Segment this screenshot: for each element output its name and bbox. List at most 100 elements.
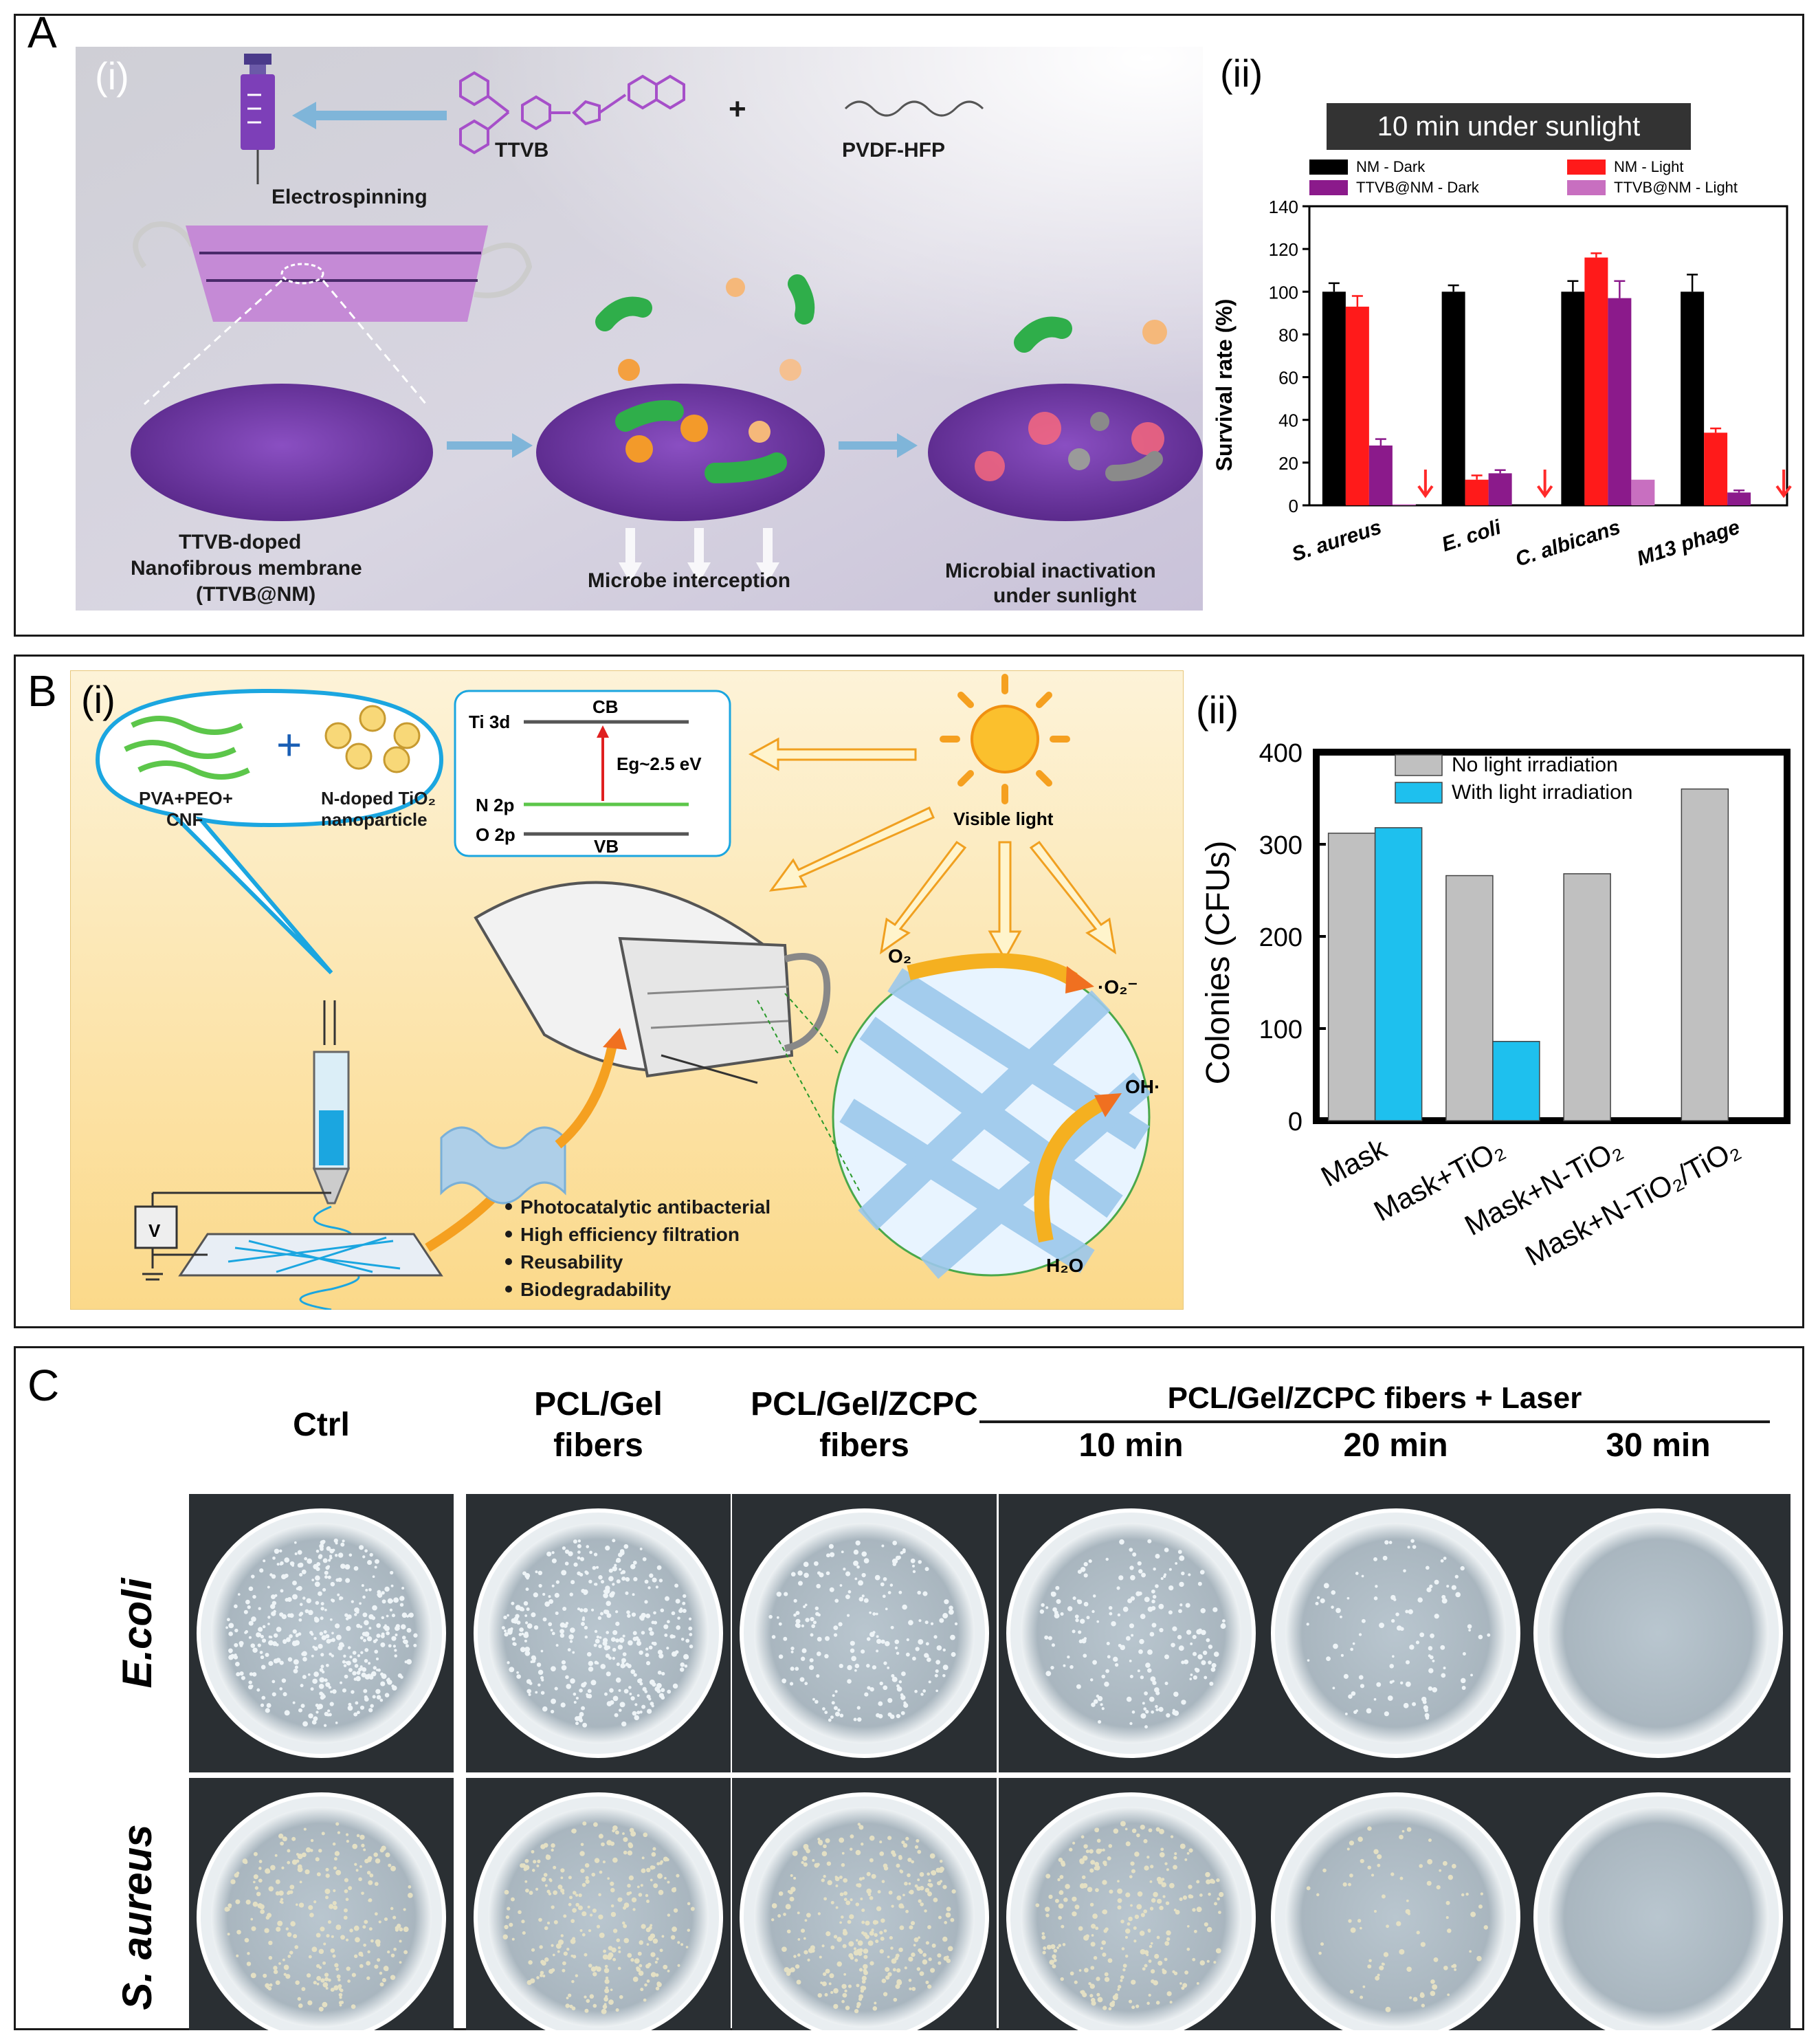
colony — [302, 1721, 308, 1727]
colony — [228, 1649, 232, 1653]
colony — [858, 1997, 863, 2001]
colony — [643, 1832, 648, 1838]
colony — [581, 1618, 586, 1621]
colony — [366, 1871, 371, 1875]
petri-dish — [999, 1778, 1263, 2044]
colony — [1138, 1569, 1143, 1574]
colony — [623, 1937, 630, 1944]
colony — [1108, 2007, 1112, 2011]
h2o-label: H₂O — [1046, 1255, 1083, 1276]
colony — [942, 1648, 946, 1652]
colony — [623, 1543, 629, 1549]
sun-icon — [940, 674, 1070, 804]
colony — [777, 1914, 781, 1918]
colony — [592, 1908, 597, 1913]
colony — [1357, 1919, 1362, 1923]
colony — [885, 1607, 888, 1611]
colony — [829, 1587, 834, 1592]
colony — [799, 1677, 805, 1682]
colony — [280, 1561, 284, 1565]
colony — [236, 1672, 241, 1677]
colony — [272, 1557, 276, 1560]
colony — [896, 1686, 902, 1692]
colony — [401, 1636, 406, 1640]
chart-a-legend-swatch-3 — [1567, 180, 1606, 195]
colony — [332, 1548, 335, 1552]
colony — [850, 1898, 853, 1902]
colony — [898, 1981, 902, 1985]
colony — [1089, 1994, 1094, 1998]
colony — [1164, 1957, 1168, 1961]
colony — [636, 1694, 640, 1697]
colony — [1193, 1929, 1197, 1933]
chart-b-legend-swatch-1 — [1395, 782, 1443, 804]
colony — [1192, 1957, 1196, 1961]
colony — [301, 1652, 305, 1656]
colony — [606, 1840, 612, 1846]
colony — [313, 1981, 317, 1985]
colony — [516, 1620, 521, 1625]
colony — [1161, 1882, 1167, 1888]
colony — [583, 1589, 588, 1595]
colony — [247, 1952, 250, 1955]
chart-a-bars — [1322, 252, 1792, 505]
colony — [384, 1625, 390, 1631]
colony — [1201, 1660, 1206, 1665]
colony — [1035, 1903, 1040, 1908]
colony — [551, 1698, 556, 1704]
colony — [646, 1979, 650, 1983]
colony — [1048, 1894, 1053, 1899]
colony — [362, 1555, 366, 1559]
colony — [579, 1557, 584, 1561]
colony — [316, 1976, 322, 1981]
colony — [850, 1648, 855, 1653]
colony — [325, 1986, 329, 1990]
colony — [594, 1858, 600, 1863]
colony — [1052, 1955, 1056, 1959]
colony — [521, 1632, 524, 1636]
colony — [349, 1928, 353, 1933]
colony — [374, 1912, 378, 1916]
colony — [929, 1882, 933, 1888]
colony — [588, 1964, 592, 1968]
colony — [413, 1643, 417, 1647]
colony — [253, 1851, 258, 1856]
colony — [1350, 1647, 1353, 1651]
colony — [670, 1935, 676, 1940]
colony — [603, 1590, 607, 1594]
colony — [614, 1713, 619, 1717]
colony — [368, 1614, 374, 1620]
colony — [823, 1844, 827, 1849]
chart-a-legend-label-1: NM - Light — [1614, 158, 1683, 175]
colony — [326, 1709, 331, 1713]
colony — [1072, 1596, 1076, 1601]
colony — [830, 1715, 834, 1719]
colony — [631, 1612, 636, 1617]
colony — [572, 1955, 577, 1959]
colony — [615, 1621, 620, 1626]
colony — [404, 1660, 408, 1664]
colony — [359, 1665, 363, 1669]
colony — [539, 1945, 543, 1949]
colony — [1371, 1873, 1375, 1877]
colony — [359, 1964, 364, 1968]
colony — [587, 1693, 592, 1699]
colony — [599, 1932, 605, 1938]
colony — [895, 1555, 900, 1561]
colony — [1175, 1562, 1178, 1565]
colony — [1172, 1970, 1175, 1974]
colony — [1102, 1880, 1107, 1885]
colony — [1146, 2001, 1150, 2005]
colony — [381, 1599, 386, 1604]
colony — [364, 1858, 369, 1864]
colony — [542, 1706, 548, 1712]
colony — [401, 1586, 405, 1590]
colony — [934, 1673, 938, 1678]
colony — [1058, 1890, 1064, 1895]
colony — [1100, 1703, 1103, 1706]
colony — [926, 1654, 929, 1658]
colony — [1430, 1633, 1434, 1638]
colony — [230, 1653, 235, 1659]
colony — [919, 1971, 924, 1977]
colony — [537, 1570, 543, 1576]
